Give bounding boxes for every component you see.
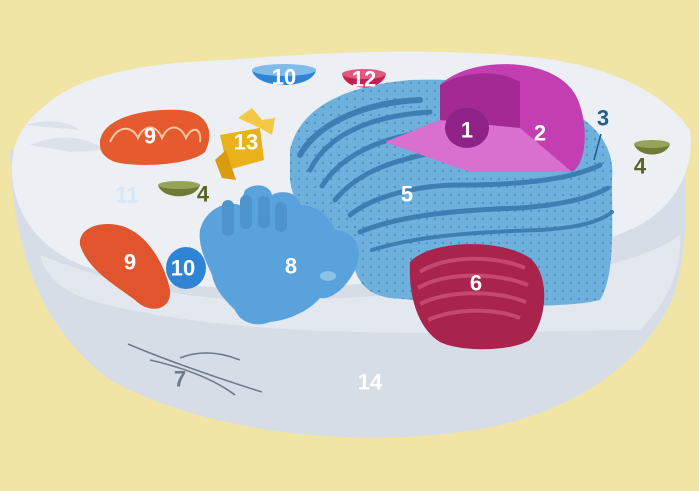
lysosome-bottom-shape — [166, 247, 206, 289]
cytoplasm-highlight — [25, 121, 105, 152]
label-mitochondrion-bottom: 9 — [124, 250, 136, 275]
vesicle-left-rim — [158, 181, 200, 189]
label-ribosome: 3 — [597, 106, 609, 131]
label-golgi: 6 — [470, 271, 482, 296]
label-peroxisome: 12 — [352, 67, 376, 92]
label-lysosome-top: 10 — [272, 65, 296, 90]
label-rough-er: 5 — [401, 182, 413, 207]
golgi-apparatus — [409, 244, 545, 350]
label-centrosome: 13 — [234, 130, 258, 155]
cytoskeleton-lines — [127, 343, 263, 396]
mitochondrion-bottom — [79, 224, 171, 309]
label-lysosome-bottom: 10 — [171, 256, 195, 281]
ribosome-leader-line — [593, 133, 602, 161]
label-vesicle-right: 4 — [634, 154, 647, 179]
centrosome — [215, 108, 275, 180]
label-cytoplasm: 11 — [115, 183, 138, 208]
label-mitochondrion-top: 9 — [144, 124, 156, 149]
label-smooth-er: 8 — [285, 254, 297, 279]
label-cytoskeleton: 7 — [174, 367, 186, 392]
mitochondrion-top — [99, 109, 210, 165]
label-nucleolus: 1 — [461, 118, 473, 143]
label-vesicle-left: 4 — [197, 182, 210, 207]
lysosome-top-rim — [252, 64, 316, 76]
vesicle-right-rim — [634, 140, 670, 148]
peroxisome-rim — [342, 69, 386, 79]
label-cell-membrane: 14 — [358, 370, 383, 395]
smooth-endoplasmic-reticulum — [199, 185, 359, 325]
nucleus — [385, 64, 585, 172]
nucleolus-shape — [445, 108, 489, 148]
label-nucleus: 2 — [534, 121, 546, 146]
